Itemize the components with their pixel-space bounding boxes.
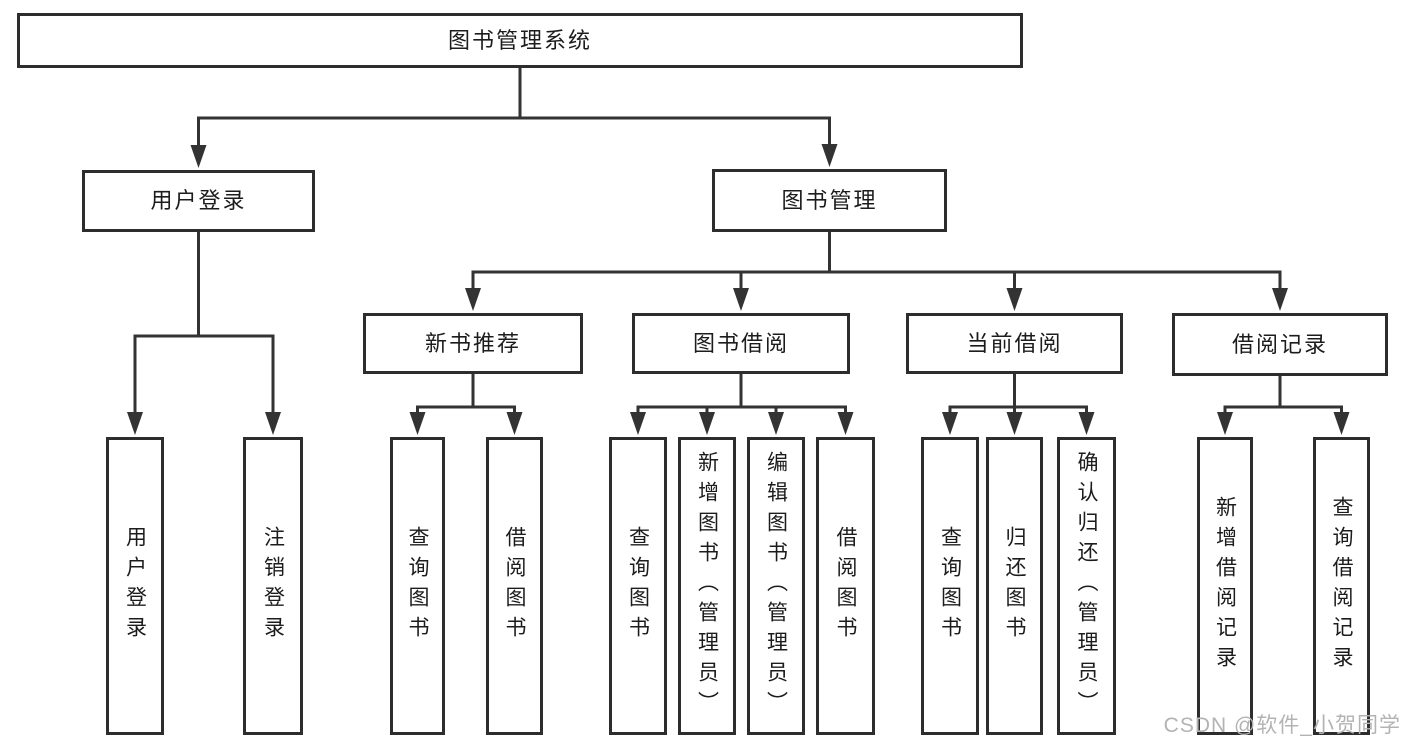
node-label-leaf-borrow-books-1: 借阅图书: [503, 526, 526, 646]
node-new-book-recommend: 新书推荐: [363, 313, 583, 374]
node-leaf-borrow-books-1: 借阅图书: [486, 437, 543, 735]
node-current-borrowing: 当前借阅: [906, 313, 1123, 374]
node-label-user-login: 用户登录: [150, 188, 247, 213]
node-label-leaf-confirm-return: 确认归还（管理员）: [1075, 451, 1098, 721]
node-leaf-logout: 注销登录: [243, 437, 303, 735]
node-label-leaf-edit-books: 编辑图书（管理员）: [764, 451, 788, 721]
node-root: 图书管理系统: [17, 13, 1023, 68]
node-leaf-user-login: 用户登录: [106, 437, 164, 735]
node-label-leaf-query-books-3: 查询图书: [938, 526, 962, 646]
node-user-login: 用户登录: [82, 170, 315, 232]
node-label-leaf-logout: 注销登录: [261, 526, 285, 646]
node-book-management: 图书管理: [712, 169, 947, 232]
node-label-leaf-user-login: 用户登录: [123, 526, 147, 646]
node-leaf-borrow-books-2: 借阅图书: [816, 437, 875, 735]
node-leaf-query-books-3: 查询图书: [921, 437, 979, 735]
node-leaf-query-books-1: 查询图书: [390, 437, 445, 735]
node-label-leaf-add-borrow-record: 新增借阅记录: [1213, 496, 1237, 676]
node-label-new-book-recommend: 新书推荐: [424, 330, 521, 356]
node-label-leaf-borrow-books-2: 借阅图书: [834, 526, 857, 646]
node-label-leaf-query-borrow-record: 查询借阅记录: [1330, 496, 1353, 676]
node-book-borrowing: 图书借阅: [632, 313, 850, 374]
node-label-book-borrowing: 图书借阅: [692, 330, 789, 356]
node-label-leaf-query-books-1: 查询图书: [406, 526, 429, 646]
node-label-leaf-return-books: 归还图书: [1003, 526, 1026, 646]
node-label-leaf-query-books-2: 查询图书: [626, 526, 650, 646]
node-borrowing-records: 借阅记录: [1172, 313, 1388, 376]
node-label-current-borrowing: 当前借阅: [966, 330, 1063, 356]
node-leaf-return-books: 归还图书: [986, 437, 1043, 735]
node-leaf-query-books-2: 查询图书: [609, 437, 667, 735]
node-label-leaf-add-books: 新增图书（管理员）: [695, 451, 719, 721]
node-label-borrowing-records: 借阅记录: [1231, 331, 1328, 357]
node-label-root: 图书管理系统: [447, 27, 592, 53]
node-leaf-edit-books: 编辑图书（管理员）: [747, 437, 805, 735]
node-leaf-add-borrow-record: 新增借阅记录: [1197, 437, 1253, 735]
node-leaf-query-borrow-record: 查询借阅记录: [1313, 437, 1370, 735]
node-leaf-confirm-return: 确认归还（管理员）: [1057, 437, 1116, 735]
node-label-book-management: 图书管理: [781, 187, 878, 213]
node-leaf-add-books: 新增图书（管理员）: [678, 437, 736, 735]
